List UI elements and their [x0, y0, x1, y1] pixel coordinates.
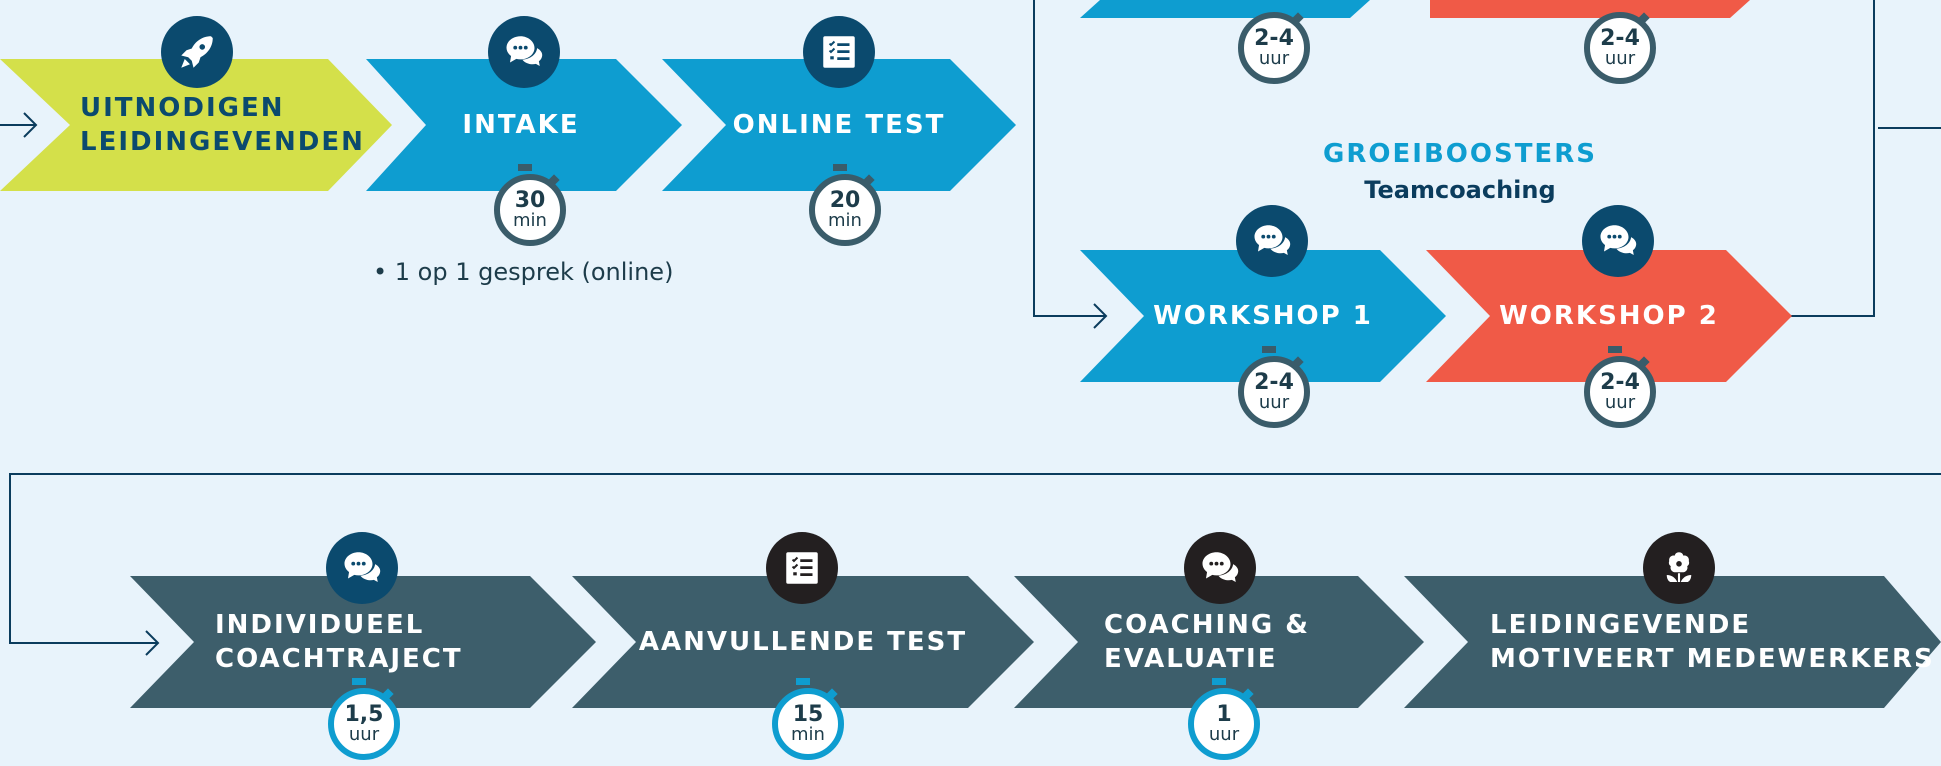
label-line-2: MOTIVEERT MEDEWERKERS — [1490, 644, 1935, 674]
label-line-1: UITNODIGEN — [80, 93, 285, 123]
arrow-shape — [130, 576, 596, 708]
upper-timer-1: 2-4 uur — [1232, 0, 1316, 90]
arrow-shape — [662, 59, 1016, 191]
groeiboosters-subtitle: Teamcoaching — [1364, 176, 1556, 204]
timer-unit: uur — [1604, 48, 1636, 69]
timer-aanvullende-test: 15 min — [766, 674, 850, 766]
timer-unit: uur — [1208, 724, 1240, 745]
timer-online-test: 20 min — [803, 160, 887, 252]
chat-icon — [1184, 532, 1256, 604]
timer-ring: 2-4 uur — [1584, 356, 1656, 428]
step-workshop-1: WORKSHOP 1 — [1080, 250, 1446, 382]
timer-value: 1 — [1216, 702, 1232, 727]
flower-icon — [1643, 532, 1715, 604]
timer-workshop-1: 2-4 uur — [1232, 342, 1316, 434]
timer-coaching-evaluatie: 1 uur — [1182, 674, 1266, 766]
timer-ring: 20 min — [809, 174, 881, 246]
arrow-shape — [1404, 576, 1941, 708]
timer-unit: uur — [1258, 48, 1290, 69]
step-coaching-evaluatie: COACHING & EVALUATIE — [1014, 576, 1424, 708]
timer-cap — [518, 164, 532, 171]
timer-value: 2-4 — [1254, 26, 1294, 51]
step-label: ONLINE TEST — [732, 110, 946, 140]
arrow-shape — [1014, 576, 1424, 708]
timer-ring: 2-4 uur — [1584, 12, 1656, 84]
timer-value: 2-4 — [1254, 370, 1294, 395]
timer-unit: uur — [1258, 392, 1290, 413]
label-line-1: LEIDINGEVENDE — [1490, 610, 1752, 640]
step-label: WORKSHOP 1 — [1153, 301, 1373, 331]
timer-cap — [1212, 678, 1226, 685]
timer-value: 20 — [829, 188, 861, 213]
checklist-icon — [803, 16, 875, 88]
checklist-icon — [766, 532, 838, 604]
timer-value: 2-4 — [1600, 370, 1640, 395]
timer-value: 15 — [792, 702, 824, 727]
timer-intake: 30 min — [488, 160, 572, 252]
timer-unit: uur — [348, 724, 380, 745]
step-leidinggevende-motiveert: LEIDINGEVENDE MOTIVEERT MEDEWERKERS — [1404, 576, 1941, 708]
timer-unit: uur — [1604, 392, 1636, 413]
upper-timer-2: 2-4 uur — [1578, 0, 1662, 90]
timer-value: 30 — [514, 188, 546, 213]
arrow-shape — [572, 576, 1034, 708]
timer-ring: 30 min — [494, 174, 566, 246]
label-line-2: COACHTRAJECT — [215, 644, 463, 674]
step-label: INDIVIDUEEL COACHTRAJECT — [215, 608, 463, 676]
timer-ring: 1 uur — [1188, 688, 1260, 760]
timer-cap — [833, 164, 847, 171]
step-label: UITNODIGEN LEIDINGEVENDEN — [80, 91, 365, 159]
timer-unit: min — [513, 210, 547, 231]
timer-ring: 2-4 uur — [1238, 12, 1310, 84]
label-line-1: COACHING & — [1104, 610, 1310, 640]
step-individueel-coachtraject: INDIVIDUEEL COACHTRAJECT — [130, 576, 596, 708]
step-label: LEIDINGEVENDE MOTIVEERT MEDEWERKERS — [1490, 608, 1935, 676]
step-workshop-2: WORKSHOP 2 — [1426, 250, 1792, 382]
timer-cap — [796, 678, 810, 685]
timer-individueel-coachtraject: 1,5 uur — [322, 674, 406, 766]
timer-unit: min — [828, 210, 862, 231]
timer-ring: 15 min — [772, 688, 844, 760]
step-online-test: ONLINE TEST — [662, 59, 1016, 191]
timer-value: 2-4 — [1600, 26, 1640, 51]
arrow-shape — [366, 59, 682, 191]
step-intake: INTAKE — [366, 59, 682, 191]
step-label: AANVULLENDE TEST — [638, 627, 968, 657]
chat-icon — [1236, 205, 1308, 277]
arrow-shape — [0, 59, 392, 191]
label-line-2: EVALUATIE — [1104, 644, 1278, 674]
timer-cap — [352, 678, 366, 685]
step-label: INTAKE — [462, 110, 580, 140]
arrow-shape — [1426, 250, 1792, 382]
timer-cap — [1262, 346, 1276, 353]
groeiboosters-title: GROEIBOOSTERS — [1323, 139, 1597, 169]
step-uitnodigen-leidinggevenden: UITNODIGEN LEIDINGEVENDEN — [0, 59, 392, 191]
chat-icon — [1582, 205, 1654, 277]
step-aanvullende-test: AANVULLENDE TEST — [572, 576, 1034, 708]
timer-cap — [1608, 346, 1622, 353]
label-line-1: INDIVIDUEEL — [215, 610, 425, 640]
upper-workshop-row-partial — [1080, 0, 1750, 18]
timer-ring: 2-4 uur — [1238, 356, 1310, 428]
rocket-icon — [161, 16, 233, 88]
timer-unit: min — [791, 724, 825, 745]
intake-note: • 1 op 1 gesprek (online) — [373, 258, 674, 286]
timer-ring: 1,5 uur — [328, 688, 400, 760]
arrow-shape — [1080, 250, 1446, 382]
timer-workshop-2: 2-4 uur — [1578, 342, 1662, 434]
chat-icon — [326, 532, 398, 604]
timer-value: 1,5 — [344, 702, 384, 727]
step-label: COACHING & EVALUATIE — [1104, 608, 1310, 676]
step-label: WORKSHOP 2 — [1499, 301, 1719, 331]
chat-icon — [488, 16, 560, 88]
label-line-2: LEIDINGEVENDEN — [80, 127, 365, 157]
